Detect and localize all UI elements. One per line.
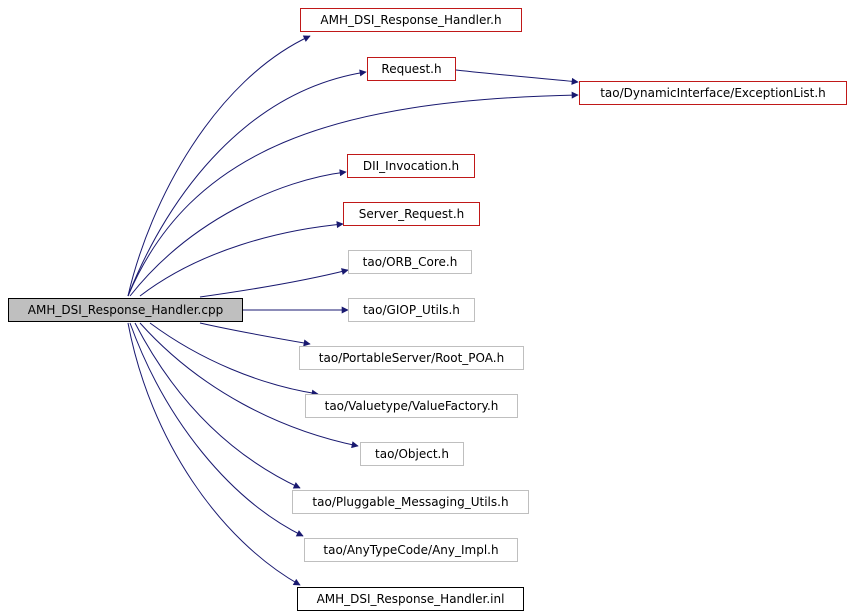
node-any-impl-h[interactable]: tao/AnyTypeCode/Any_Impl.h bbox=[304, 538, 518, 562]
edge-root-to-dii-h bbox=[129, 169, 347, 297]
edge-root-to-server-h bbox=[139, 221, 344, 297]
node-giop-utils-h[interactable]: tao/GIOP_Utils.h bbox=[348, 298, 475, 322]
edge-root-to-request-h bbox=[127, 69, 367, 297]
edge-root-to-anyimpl-h bbox=[129, 322, 304, 537]
node-dii-invocation-h[interactable]: DII_Invocation.h bbox=[347, 154, 475, 178]
node-request-h[interactable]: Request.h bbox=[367, 57, 456, 81]
edge-root-to-amh-inl bbox=[127, 322, 301, 586]
node-pluggable-messaging-utils-h[interactable]: tao/Pluggable_Messaging_Utils.h bbox=[292, 490, 529, 514]
node-object-h[interactable]: tao/Object.h bbox=[360, 442, 464, 466]
node-server-request-h[interactable]: Server_Request.h bbox=[343, 202, 480, 226]
node-exceptionlist-h[interactable]: tao/DynamicInterface/ExceptionList.h bbox=[579, 81, 847, 105]
edge-root-to-rootpoa-h bbox=[199, 322, 311, 347]
node-valuefactory-h[interactable]: tao/Valuetype/ValueFactory.h bbox=[305, 394, 518, 418]
node-amh-dsi-response-handler-h[interactable]: AMH_DSI_Response_Handler.h bbox=[300, 8, 522, 32]
edge-request-to-exceptionlist-h bbox=[455, 69, 579, 85]
edge-root-to-object-h bbox=[139, 322, 359, 449]
node-root-poa-h[interactable]: tao/PortableServer/Root_POA.h bbox=[299, 346, 524, 370]
node-amh-dsi-response-handler-cpp[interactable]: AMH_DSI_Response_Handler.cpp bbox=[8, 298, 243, 322]
node-amh-dsi-response-handler-inl[interactable]: AMH_DSI_Response_Handler.inl bbox=[297, 587, 524, 611]
edge-root-to-exceptionlist-h bbox=[127, 91, 579, 297]
edge-root-to-orbcore-h bbox=[199, 268, 349, 298]
edge-root-to-valuefactory-h bbox=[149, 322, 319, 397]
edge-root-to-pluggable-h bbox=[134, 322, 301, 489]
edge-root-to-amh-h bbox=[127, 35, 311, 297]
node-orb-core-h[interactable]: tao/ORB_Core.h bbox=[348, 250, 472, 274]
